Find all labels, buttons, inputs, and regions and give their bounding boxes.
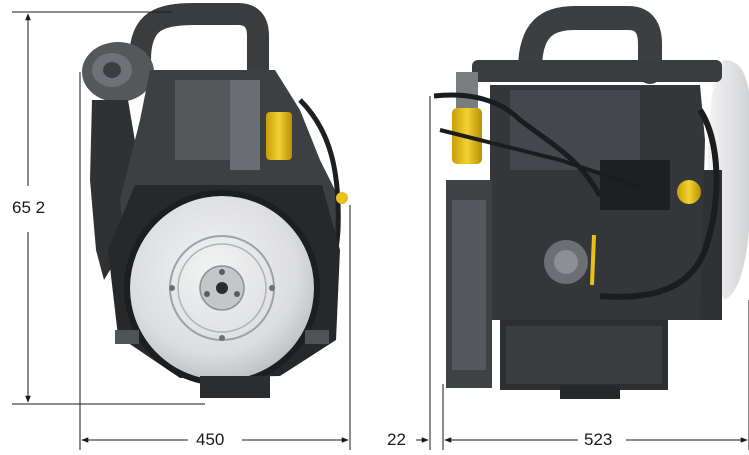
offset-label: 22 (387, 430, 406, 450)
engine-front-view-icon (82, 2, 348, 398)
front-width-label: 450 (196, 430, 225, 450)
engine-side-view-icon (433, 5, 749, 399)
side-length-label: 523 (584, 430, 613, 450)
height-label: 65 2 (12, 198, 46, 218)
